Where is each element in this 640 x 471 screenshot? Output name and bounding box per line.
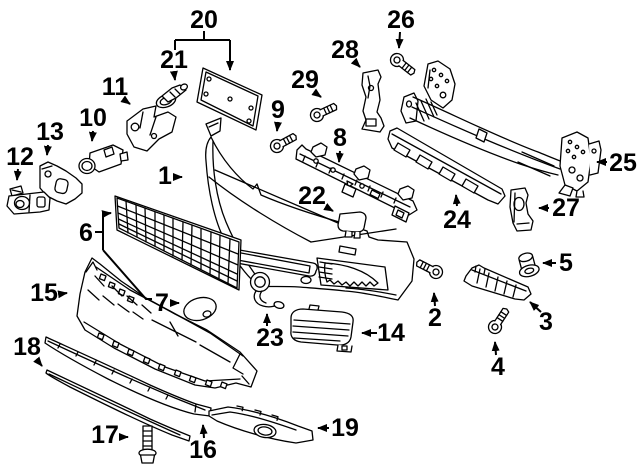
part-15-lower-shield[interactable]: [76, 257, 258, 390]
part-8-closure-rail[interactable]: [295, 142, 418, 223]
callout-14[interactable]: 14: [377, 319, 405, 347]
callout-13[interactable]: 13: [36, 118, 64, 146]
callout-6[interactable]: 6: [79, 219, 93, 247]
part-14-fog-grille[interactable]: [290, 304, 354, 353]
callout-labels: 1 2 3 4 5 6 7 8 9 10 11 12 13 14 15 16 1…: [6, 6, 637, 464]
part-13-sensor-plate[interactable]: [39, 161, 83, 205]
callout-9[interactable]: 9: [271, 96, 285, 124]
callout-5[interactable]: 5: [559, 249, 573, 277]
callout-26[interactable]: 26: [387, 6, 415, 34]
callout-18[interactable]: 18: [13, 333, 41, 361]
callout-16[interactable]: 16: [189, 436, 217, 464]
callout-21[interactable]: 21: [160, 46, 188, 74]
callout-10[interactable]: 10: [79, 104, 107, 132]
part-28-bracket[interactable]: [361, 69, 385, 133]
part-17-bolt[interactable]: [138, 425, 157, 464]
callout-2[interactable]: 2: [428, 304, 442, 332]
callout-8[interactable]: 8: [333, 124, 347, 152]
callout-27[interactable]: 27: [552, 194, 580, 222]
part-22-cover-flap[interactable]: [337, 211, 367, 239]
callout-25[interactable]: 25: [609, 149, 637, 177]
callout-28[interactable]: 28: [331, 36, 359, 64]
part-7-cover-plate[interactable]: [181, 294, 219, 324]
part-25-impact-bar[interactable]: [400, 60, 602, 198]
part-20-plate-bracket[interactable]: [196, 67, 263, 131]
callout-leader-lines: [13, 31, 607, 441]
callout-22[interactable]: 22: [298, 182, 326, 210]
callout-29[interactable]: 29: [291, 66, 319, 94]
part-5-grommet[interactable]: [515, 251, 540, 279]
part-6-center-grille[interactable]: [114, 195, 242, 291]
callout-23[interactable]: 23: [256, 324, 284, 352]
callout-15[interactable]: 15: [30, 279, 58, 307]
part-27-side-bracket[interactable]: [509, 187, 534, 232]
callout-20[interactable]: 20: [190, 6, 218, 34]
callout-24[interactable]: 24: [443, 206, 471, 234]
callout-17[interactable]: 17: [91, 421, 119, 449]
callout-7[interactable]: 7: [155, 289, 169, 317]
part-12-sensor-holder[interactable]: [6, 185, 51, 215]
callout-19[interactable]: 19: [331, 414, 359, 442]
part-16-spoiler-strip[interactable]: [44, 336, 212, 417]
callout-11[interactable]: 11: [102, 73, 129, 101]
part-19-outer-grille[interactable]: [208, 405, 314, 444]
part-23-hook-ring[interactable]: [249, 271, 285, 310]
callout-3[interactable]: 3: [539, 308, 553, 336]
callout-12[interactable]: 12: [6, 143, 34, 171]
part-3-guide-bracket[interactable]: [463, 264, 532, 301]
part-11-bracket[interactable]: [126, 105, 177, 152]
part-10-park-sensor[interactable]: [78, 144, 129, 175]
part-18-trim-strip[interactable]: [45, 369, 191, 442]
callout-4[interactable]: 4: [491, 353, 505, 381]
part-21-push-pin[interactable]: [155, 83, 189, 110]
part-24-energy-absorber[interactable]: [387, 127, 506, 205]
callout-1[interactable]: 1: [158, 162, 172, 190]
